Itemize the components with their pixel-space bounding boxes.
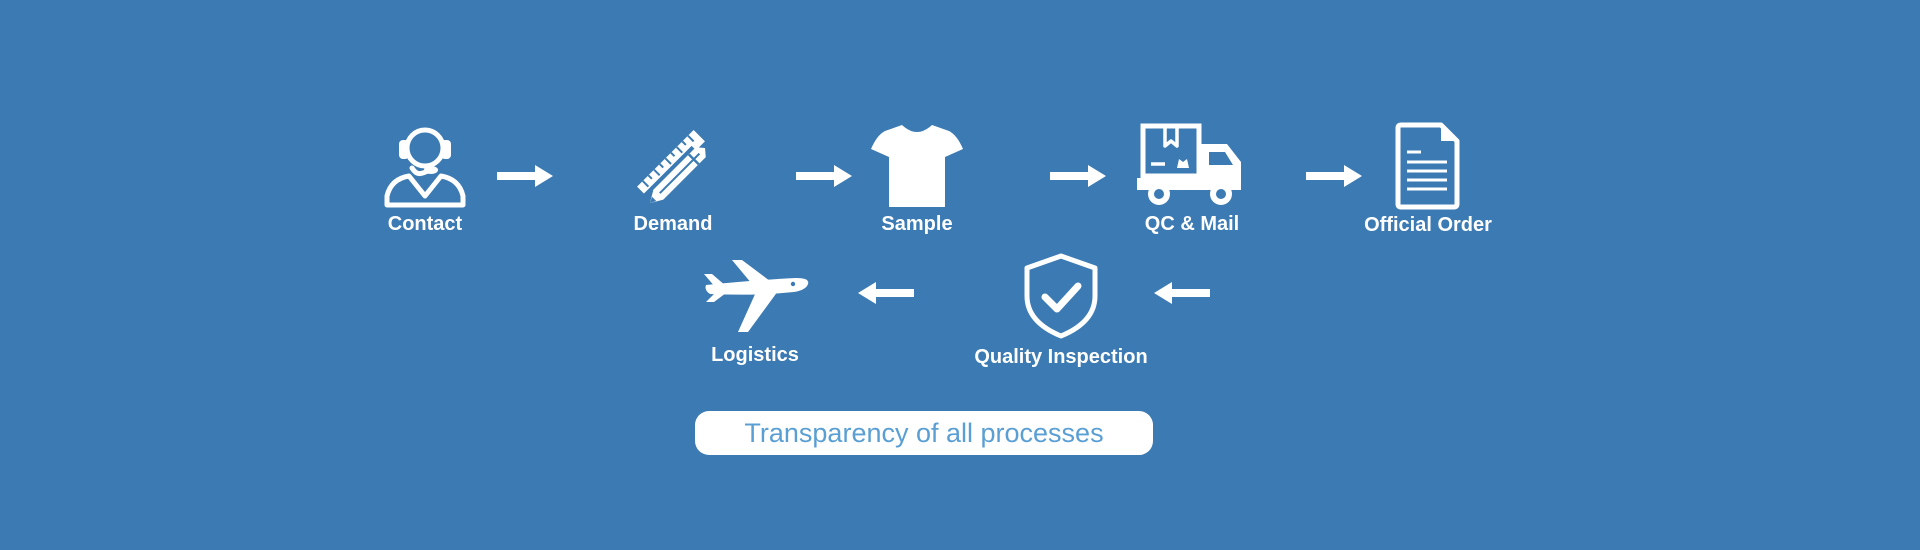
step-demand: Demand bbox=[563, 122, 783, 236]
delivery-truck-icon bbox=[1137, 123, 1241, 205]
headset-agent-icon bbox=[384, 127, 466, 208]
step-logistics: Logistics bbox=[645, 258, 865, 367]
step-qc-mail: QC & Mail bbox=[1082, 122, 1302, 236]
flow-arrow-demand-to-sample bbox=[796, 165, 852, 187]
flow-arrow-qc-mail-to-official-order bbox=[1306, 165, 1362, 187]
step-quality-inspection: Quality Inspection bbox=[951, 252, 1171, 369]
transparency-badge-text: Transparency of all processes bbox=[744, 417, 1104, 448]
flow-arrow-sample-to-qc-mail bbox=[1050, 165, 1106, 187]
document-icon bbox=[1395, 122, 1460, 210]
transparency-badge: Transparency of all processes bbox=[695, 411, 1153, 455]
step-label-logistics: Logistics bbox=[711, 344, 799, 366]
step-label-quality-inspection: Quality Inspection bbox=[974, 346, 1148, 368]
step-contact: Contact bbox=[315, 122, 535, 236]
flow-arrow-quality-inspection-to-logistics bbox=[858, 282, 914, 304]
shield-check-icon bbox=[1024, 253, 1098, 339]
tshirt-icon bbox=[871, 125, 963, 207]
step-label-official-order: Official Order bbox=[1364, 214, 1492, 236]
step-official-order: Official Order bbox=[1318, 122, 1538, 237]
ruler-pencil-icon bbox=[637, 130, 708, 208]
step-sample: Sample bbox=[807, 122, 1027, 236]
step-label-qc-mail: QC & Mail bbox=[1144, 213, 1240, 235]
flow-arrow-contact-to-demand bbox=[497, 165, 553, 187]
step-label-contact: Contact bbox=[387, 213, 463, 235]
flow-arrow-official-order-to-quality-inspection bbox=[1154, 282, 1210, 304]
step-label-sample: Sample bbox=[881, 213, 953, 235]
airplane-icon bbox=[704, 260, 809, 332]
step-label-demand: Demand bbox=[633, 213, 713, 235]
